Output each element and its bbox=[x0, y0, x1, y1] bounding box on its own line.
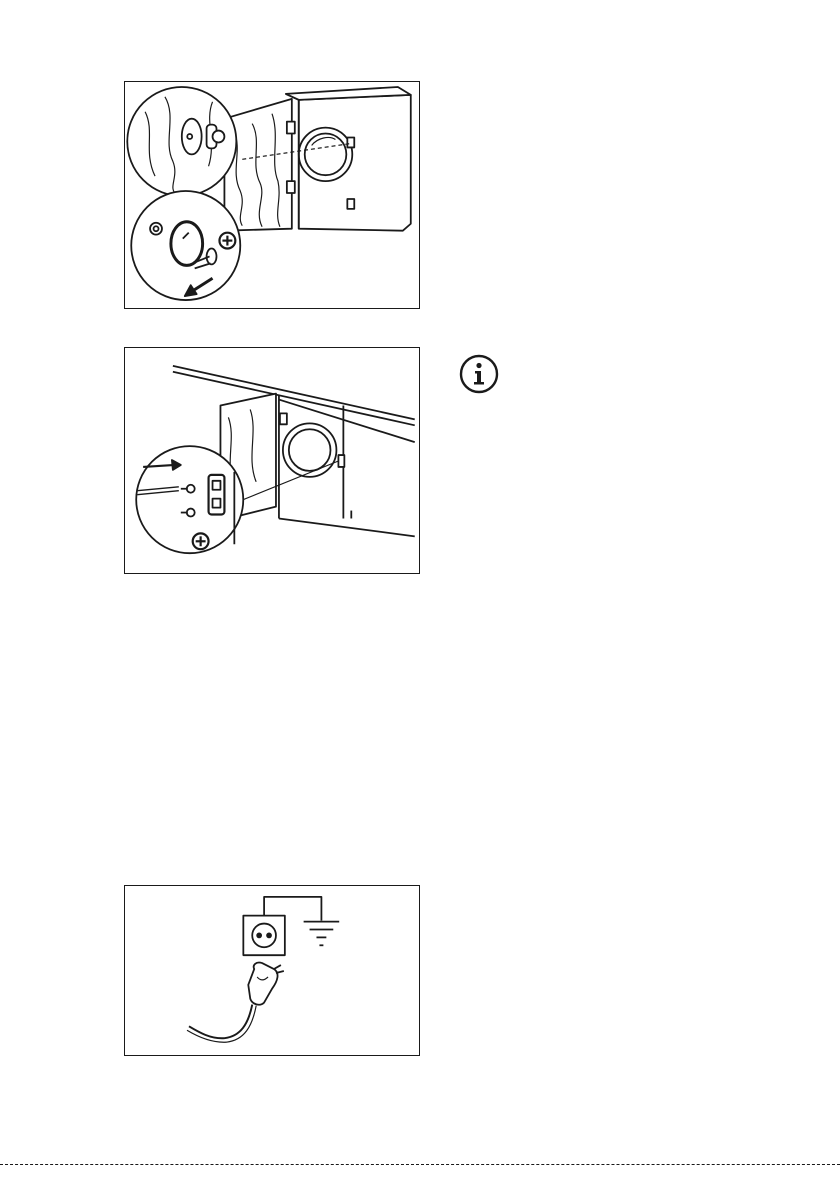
magnet-catch-illustration bbox=[125, 348, 419, 573]
socket-icon bbox=[243, 916, 285, 956]
door-hinge-illustration bbox=[125, 82, 419, 308]
page-footer-rule bbox=[0, 1164, 840, 1165]
figure-magnet-fitting bbox=[124, 347, 420, 574]
socket-plug-illustration bbox=[125, 886, 419, 1055]
figure-door-hinge-fitting bbox=[124, 81, 420, 309]
figure-earthed-socket bbox=[124, 885, 420, 1056]
info-icon bbox=[458, 353, 500, 395]
